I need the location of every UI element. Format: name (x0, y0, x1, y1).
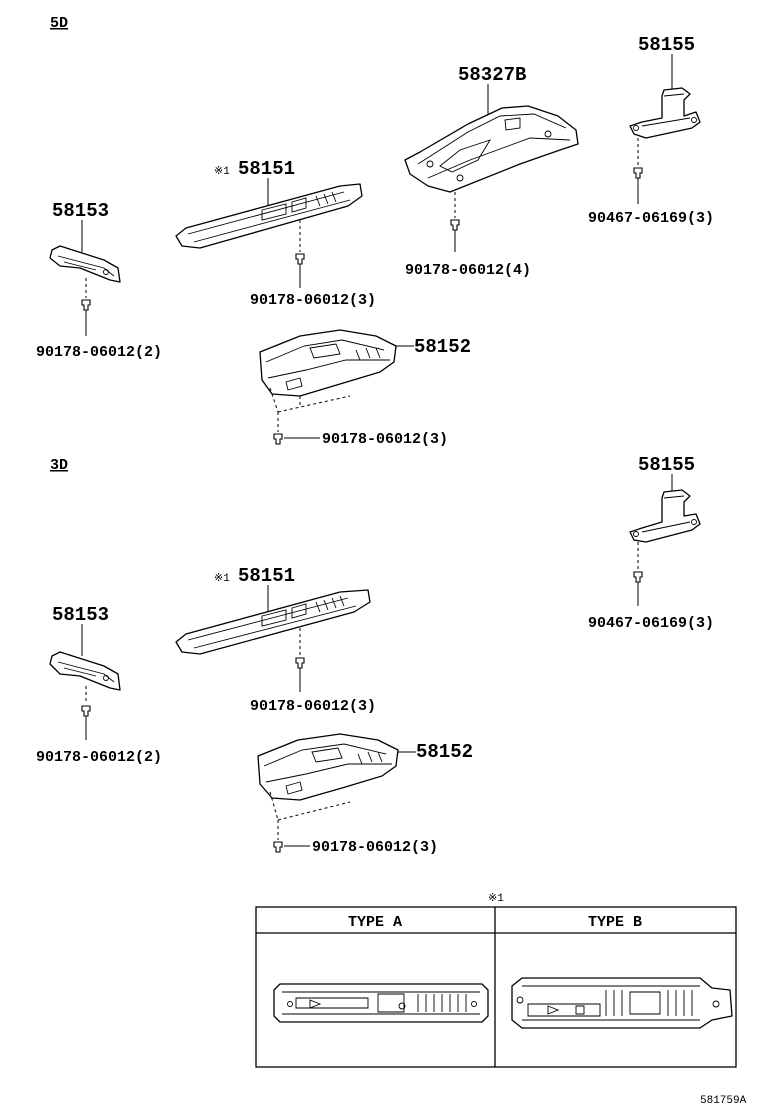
part-58153-5d: 58153 90178-06012(2) (36, 200, 162, 361)
part-number-58155-3d: 58155 (638, 454, 695, 476)
clip-58327b-icon (450, 219, 460, 231)
clip-58152-icon (273, 433, 283, 445)
part-number-58153-3d: 58153 (52, 604, 109, 626)
section-label-3d: 3D (50, 457, 68, 474)
clip-58151-icon (295, 253, 305, 265)
type-a-plate-illustration (273, 983, 489, 1023)
bracket-58155-3d-shape (629, 489, 701, 543)
part-58327b-5d: 58327B 90178-06012(4) (404, 64, 579, 279)
clip-label-58153: 90178-06012(2) (36, 344, 162, 361)
clip-label-58152-3d: 90178-06012(3) (312, 839, 438, 856)
section-label-5d: 5D (50, 15, 68, 32)
clip-label-90467-3d: 90467-06169(3) (588, 615, 714, 632)
part-58151-3d: ※1 58151 90178-06012(3) (175, 565, 376, 715)
part-number-58151-3d: 58151 (238, 565, 295, 587)
bracket-58153-3d-shape (49, 651, 121, 691)
diagram-code: 581759A (700, 1095, 747, 1107)
part-58155-3d: 58155 90467-06169(3) (588, 454, 714, 632)
clip-label-58153-3d: 90178-06012(2) (36, 749, 162, 766)
type-a-header: TYPE A (348, 914, 402, 931)
clip-58155-3d-icon (633, 571, 643, 583)
plate-58151-3d-shape (175, 589, 371, 655)
clip-label-90467: 90467-06169(3) (588, 210, 714, 227)
note-mark-58151: ※1 (214, 166, 230, 178)
clip-58152-3d-icon (273, 841, 283, 853)
clip-label-58327b: 90178-06012(4) (405, 262, 531, 279)
part-58155-5d: 58155 90467-06169(3) (588, 34, 714, 227)
part-58153-3d: 58153 90178-06012(2) (36, 604, 162, 766)
part-58151-5d: ※1 58151 90178-06012(3) (175, 158, 376, 309)
clip-58153-icon (81, 299, 91, 311)
clip-label-58152: 90178-06012(3) (322, 431, 448, 448)
type-b-plate-illustration (511, 977, 733, 1029)
part-number-58151: 58151 (238, 158, 295, 180)
clip-label-58151-3d: 90178-06012(3) (250, 698, 376, 715)
cover-58327b-shape (404, 105, 579, 193)
type-b-header: TYPE B (588, 914, 642, 931)
clip-58153-3d-icon (81, 705, 91, 717)
part-58152-5d: 58152 90178-06012(3) (259, 329, 471, 448)
bracket-58153-shape (49, 245, 121, 283)
note-mark-58151-3d: ※1 (214, 573, 230, 585)
part-number-58327b: 58327B (458, 64, 526, 86)
part-number-58152-3d: 58152 (416, 741, 473, 763)
clip-58151-3d-icon (295, 657, 305, 669)
tray-58152-shape (259, 329, 397, 397)
tray-58152-3d-shape (257, 733, 399, 801)
part-number-58155: 58155 (638, 34, 695, 56)
table-note-mark: ※1 (488, 893, 504, 905)
plate-58151-shape (175, 183, 363, 249)
clip-58155-icon (633, 167, 643, 179)
clip-label-58151: 90178-06012(3) (250, 292, 376, 309)
part-number-58153: 58153 (52, 200, 109, 222)
part-58152-3d: 58152 90178-06012(3) (257, 733, 473, 856)
part-number-58152: 58152 (414, 336, 471, 358)
type-table: ※1 TYPE A TYPE B (255, 893, 737, 1068)
